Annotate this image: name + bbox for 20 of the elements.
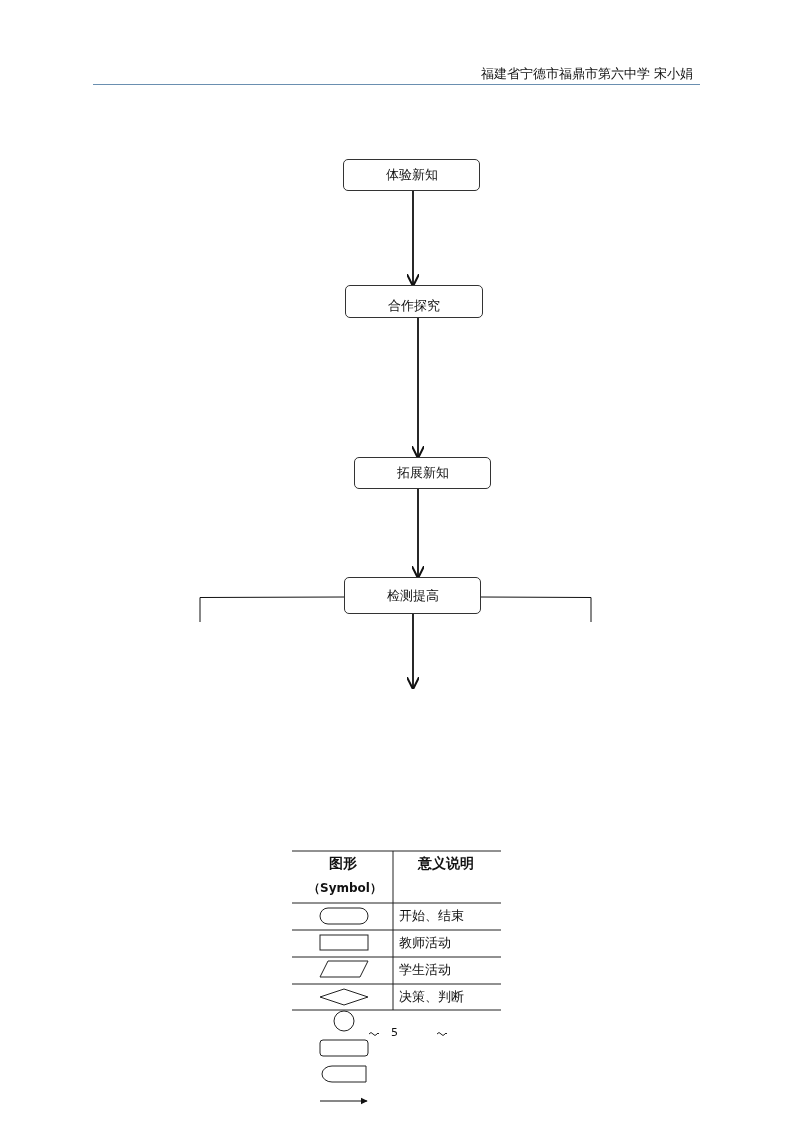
process-box xyxy=(345,285,483,318)
node-label: 合作探究 xyxy=(388,297,440,315)
node-label: 检测提高 xyxy=(386,586,439,605)
process-box xyxy=(344,577,481,614)
header-text: 福建省宁德市福鼎市第六中学 宋小娟 xyxy=(481,66,694,82)
table-text: 图形 xyxy=(329,855,357,872)
connector-line xyxy=(199,596,345,623)
table-text: 决策、判断 xyxy=(399,989,464,1005)
table-text: 开始、结束 xyxy=(399,908,464,924)
node-label: 拓展新知 xyxy=(396,464,449,482)
process-box xyxy=(343,159,480,191)
node-label: 体验新知 xyxy=(385,166,438,184)
process-box xyxy=(354,457,491,489)
table-text: 意义说明 xyxy=(418,855,474,872)
table-text: （Symbol） xyxy=(308,881,382,896)
table-text: 教师活动 xyxy=(399,935,451,951)
connector-line xyxy=(480,596,592,623)
table-text: 学生活动 xyxy=(399,962,451,978)
table-text: 5 xyxy=(391,1026,398,1040)
arrow xyxy=(405,613,421,691)
